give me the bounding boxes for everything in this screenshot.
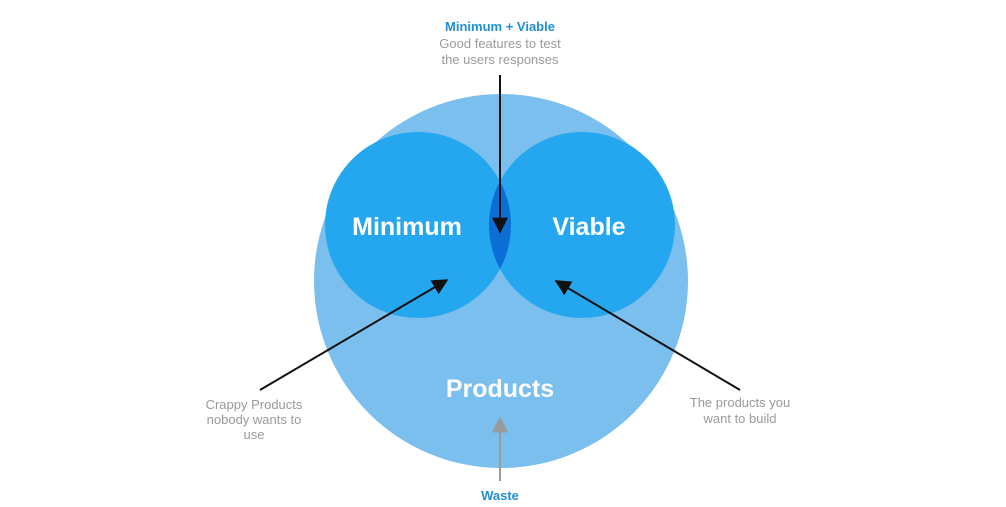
left-annotation-line2: nobody wants to: [207, 412, 302, 427]
products-label: Products: [446, 375, 554, 403]
left-annotation-line3: use: [244, 427, 265, 442]
left-arrow: [259, 279, 449, 391]
right-annotation-line2: want to build: [703, 411, 777, 426]
top-annotation-line2: the users responses: [441, 52, 559, 67]
viable-circle: [489, 132, 675, 318]
viable-label: Viable: [552, 213, 625, 241]
top-annotation-title: Minimum + Viable: [445, 19, 555, 34]
minimum-circle: [325, 132, 511, 318]
top-annotation-line1: Good features to test: [439, 36, 561, 51]
right-arrow: [554, 280, 741, 391]
right-annotation-line1: The products you: [690, 395, 790, 410]
bottom-annotation-title: Waste: [481, 488, 519, 503]
left-annotation-line1: Crappy Products: [206, 397, 303, 412]
minimum-label: Minimum: [352, 213, 462, 241]
